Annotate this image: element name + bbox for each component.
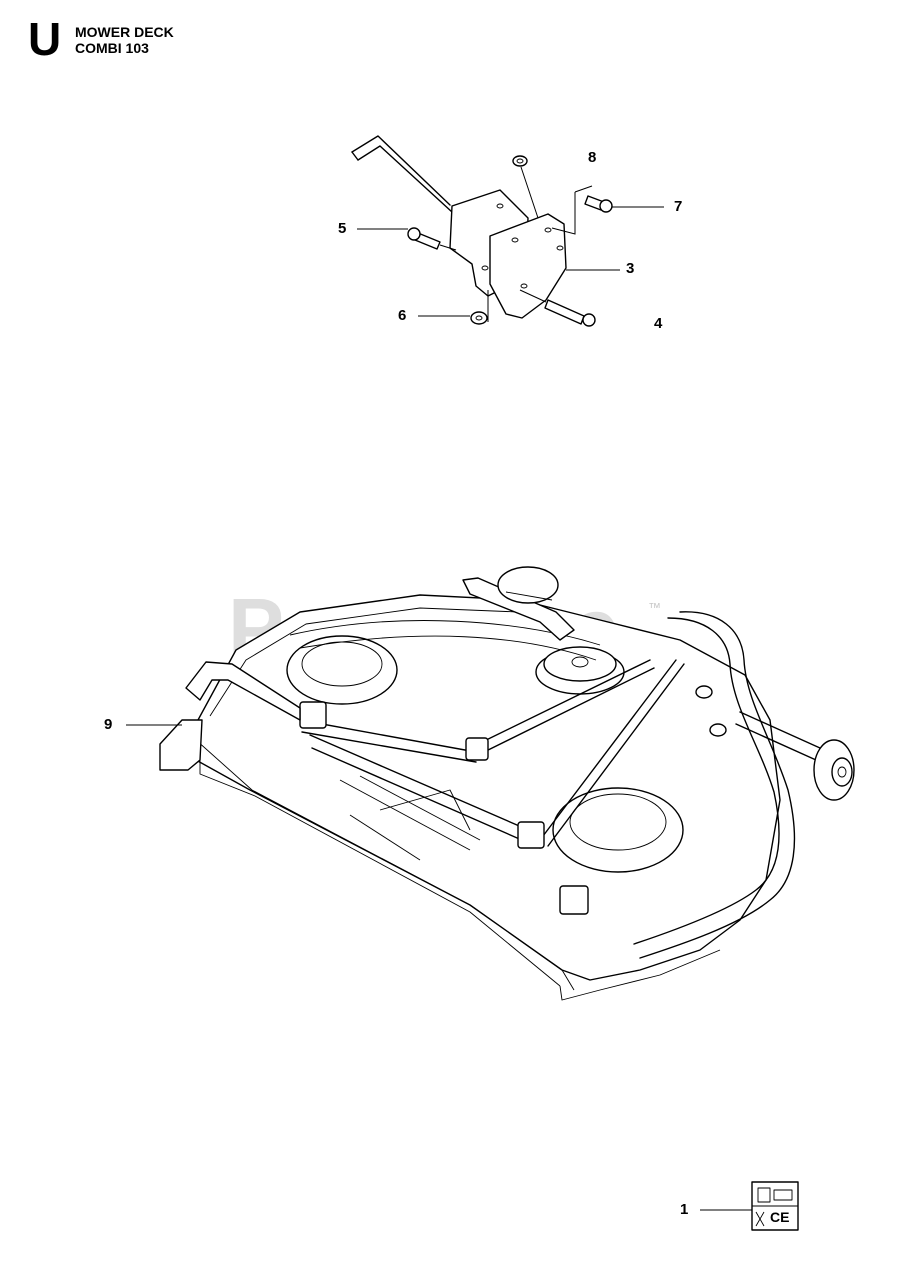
label-sheet: [700, 1181, 799, 1231]
drive-belt: [289, 620, 601, 661]
callout-3: 3: [626, 260, 635, 277]
side-guard-bar: [633, 611, 796, 959]
rear-arm: [462, 566, 575, 641]
bolt-part-5: [407, 227, 457, 251]
bracket-assembly: [351, 135, 664, 327]
callout-9: 9: [104, 716, 113, 733]
section-letter: U: [28, 13, 62, 65]
ce-mark: CE: [770, 1209, 790, 1225]
watermark-trademark: ™: [648, 600, 661, 615]
nut-part-8: [512, 155, 539, 219]
callout-8: 8: [588, 149, 597, 166]
mower-deck: [126, 566, 855, 1001]
callout-7: 7: [674, 198, 683, 215]
callout-6: 6: [398, 307, 407, 324]
front-hanger-bar: [159, 661, 301, 771]
title-line-1: MOWER DECK: [75, 24, 174, 40]
bolt-part-7: [551, 192, 613, 235]
brackets-on-deck: [299, 685, 727, 915]
callout-5: 5: [338, 220, 347, 237]
page-title: MOWER DECK COMBI 103: [75, 24, 174, 56]
right-blade-dome: [552, 787, 684, 873]
anti-scalp-roller: [735, 711, 855, 801]
left-blade-dome: [286, 635, 398, 705]
deck-underside-details: [339, 775, 481, 861]
nut-part-6: [470, 290, 489, 325]
callout-1: 1: [680, 1201, 689, 1218]
suspension-rods: [299, 659, 685, 849]
callout-4: 4: [654, 315, 663, 332]
bracket-plate: [449, 189, 567, 319]
title-line-2: COMBI 103: [75, 40, 149, 56]
bolt-part-4: [519, 289, 596, 327]
rod-part: [351, 135, 453, 213]
